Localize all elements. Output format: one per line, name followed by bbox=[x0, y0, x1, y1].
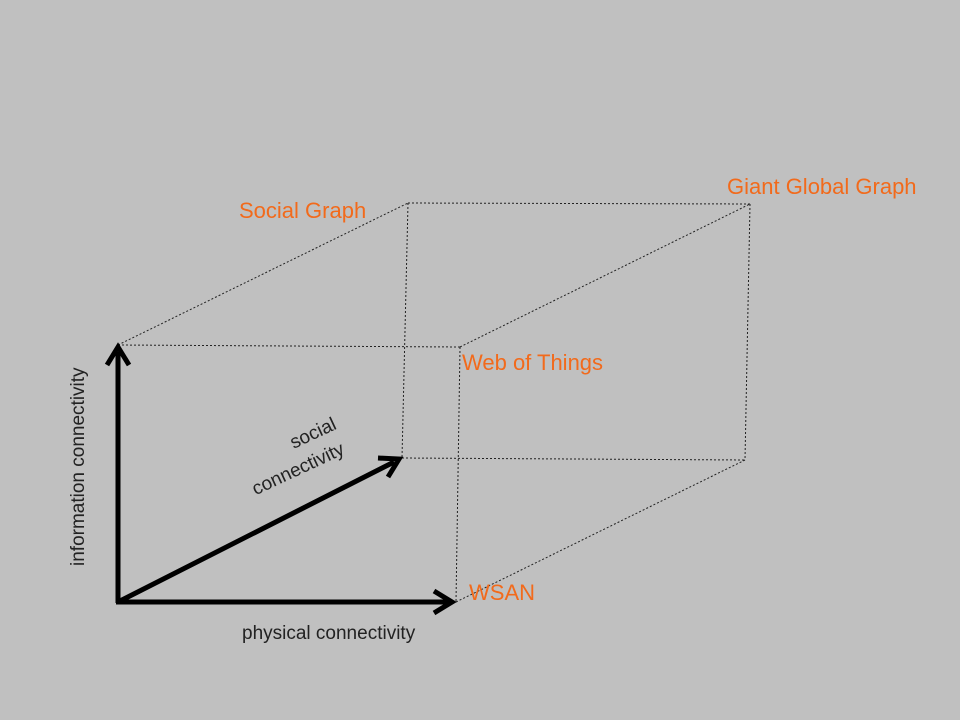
top-left-depth-edge bbox=[117, 202, 409, 346]
back-bottom-edge bbox=[401, 457, 746, 461]
wsan-label: WSAN bbox=[469, 580, 535, 605]
web-of-things-label: Web of Things bbox=[462, 350, 603, 375]
front-right-edge bbox=[455, 346, 461, 603]
social-arrowhead bbox=[377, 455, 404, 479]
giant-global-graph-label: Giant Global Graph bbox=[727, 174, 917, 199]
physical-arrowhead bbox=[432, 588, 457, 616]
back-left-edge bbox=[401, 202, 409, 459]
social-axis bbox=[116, 459, 396, 605]
social-connectivity-label: social connectivity bbox=[249, 414, 348, 500]
back-top-edge bbox=[407, 202, 751, 205]
physical-connectivity-label: physical connectivity bbox=[242, 623, 416, 644]
information-arrowhead bbox=[104, 342, 132, 367]
back-right-edge bbox=[744, 203, 751, 461]
top-right-depth-edge bbox=[459, 203, 751, 348]
information-connectivity-label: information connectivity bbox=[68, 367, 89, 566]
front-top-edge bbox=[117, 344, 461, 348]
bottom-right-depth-edge bbox=[455, 459, 746, 603]
axes bbox=[104, 342, 457, 616]
cube-edges bbox=[117, 202, 751, 603]
social-graph-label: Social Graph bbox=[239, 198, 366, 223]
